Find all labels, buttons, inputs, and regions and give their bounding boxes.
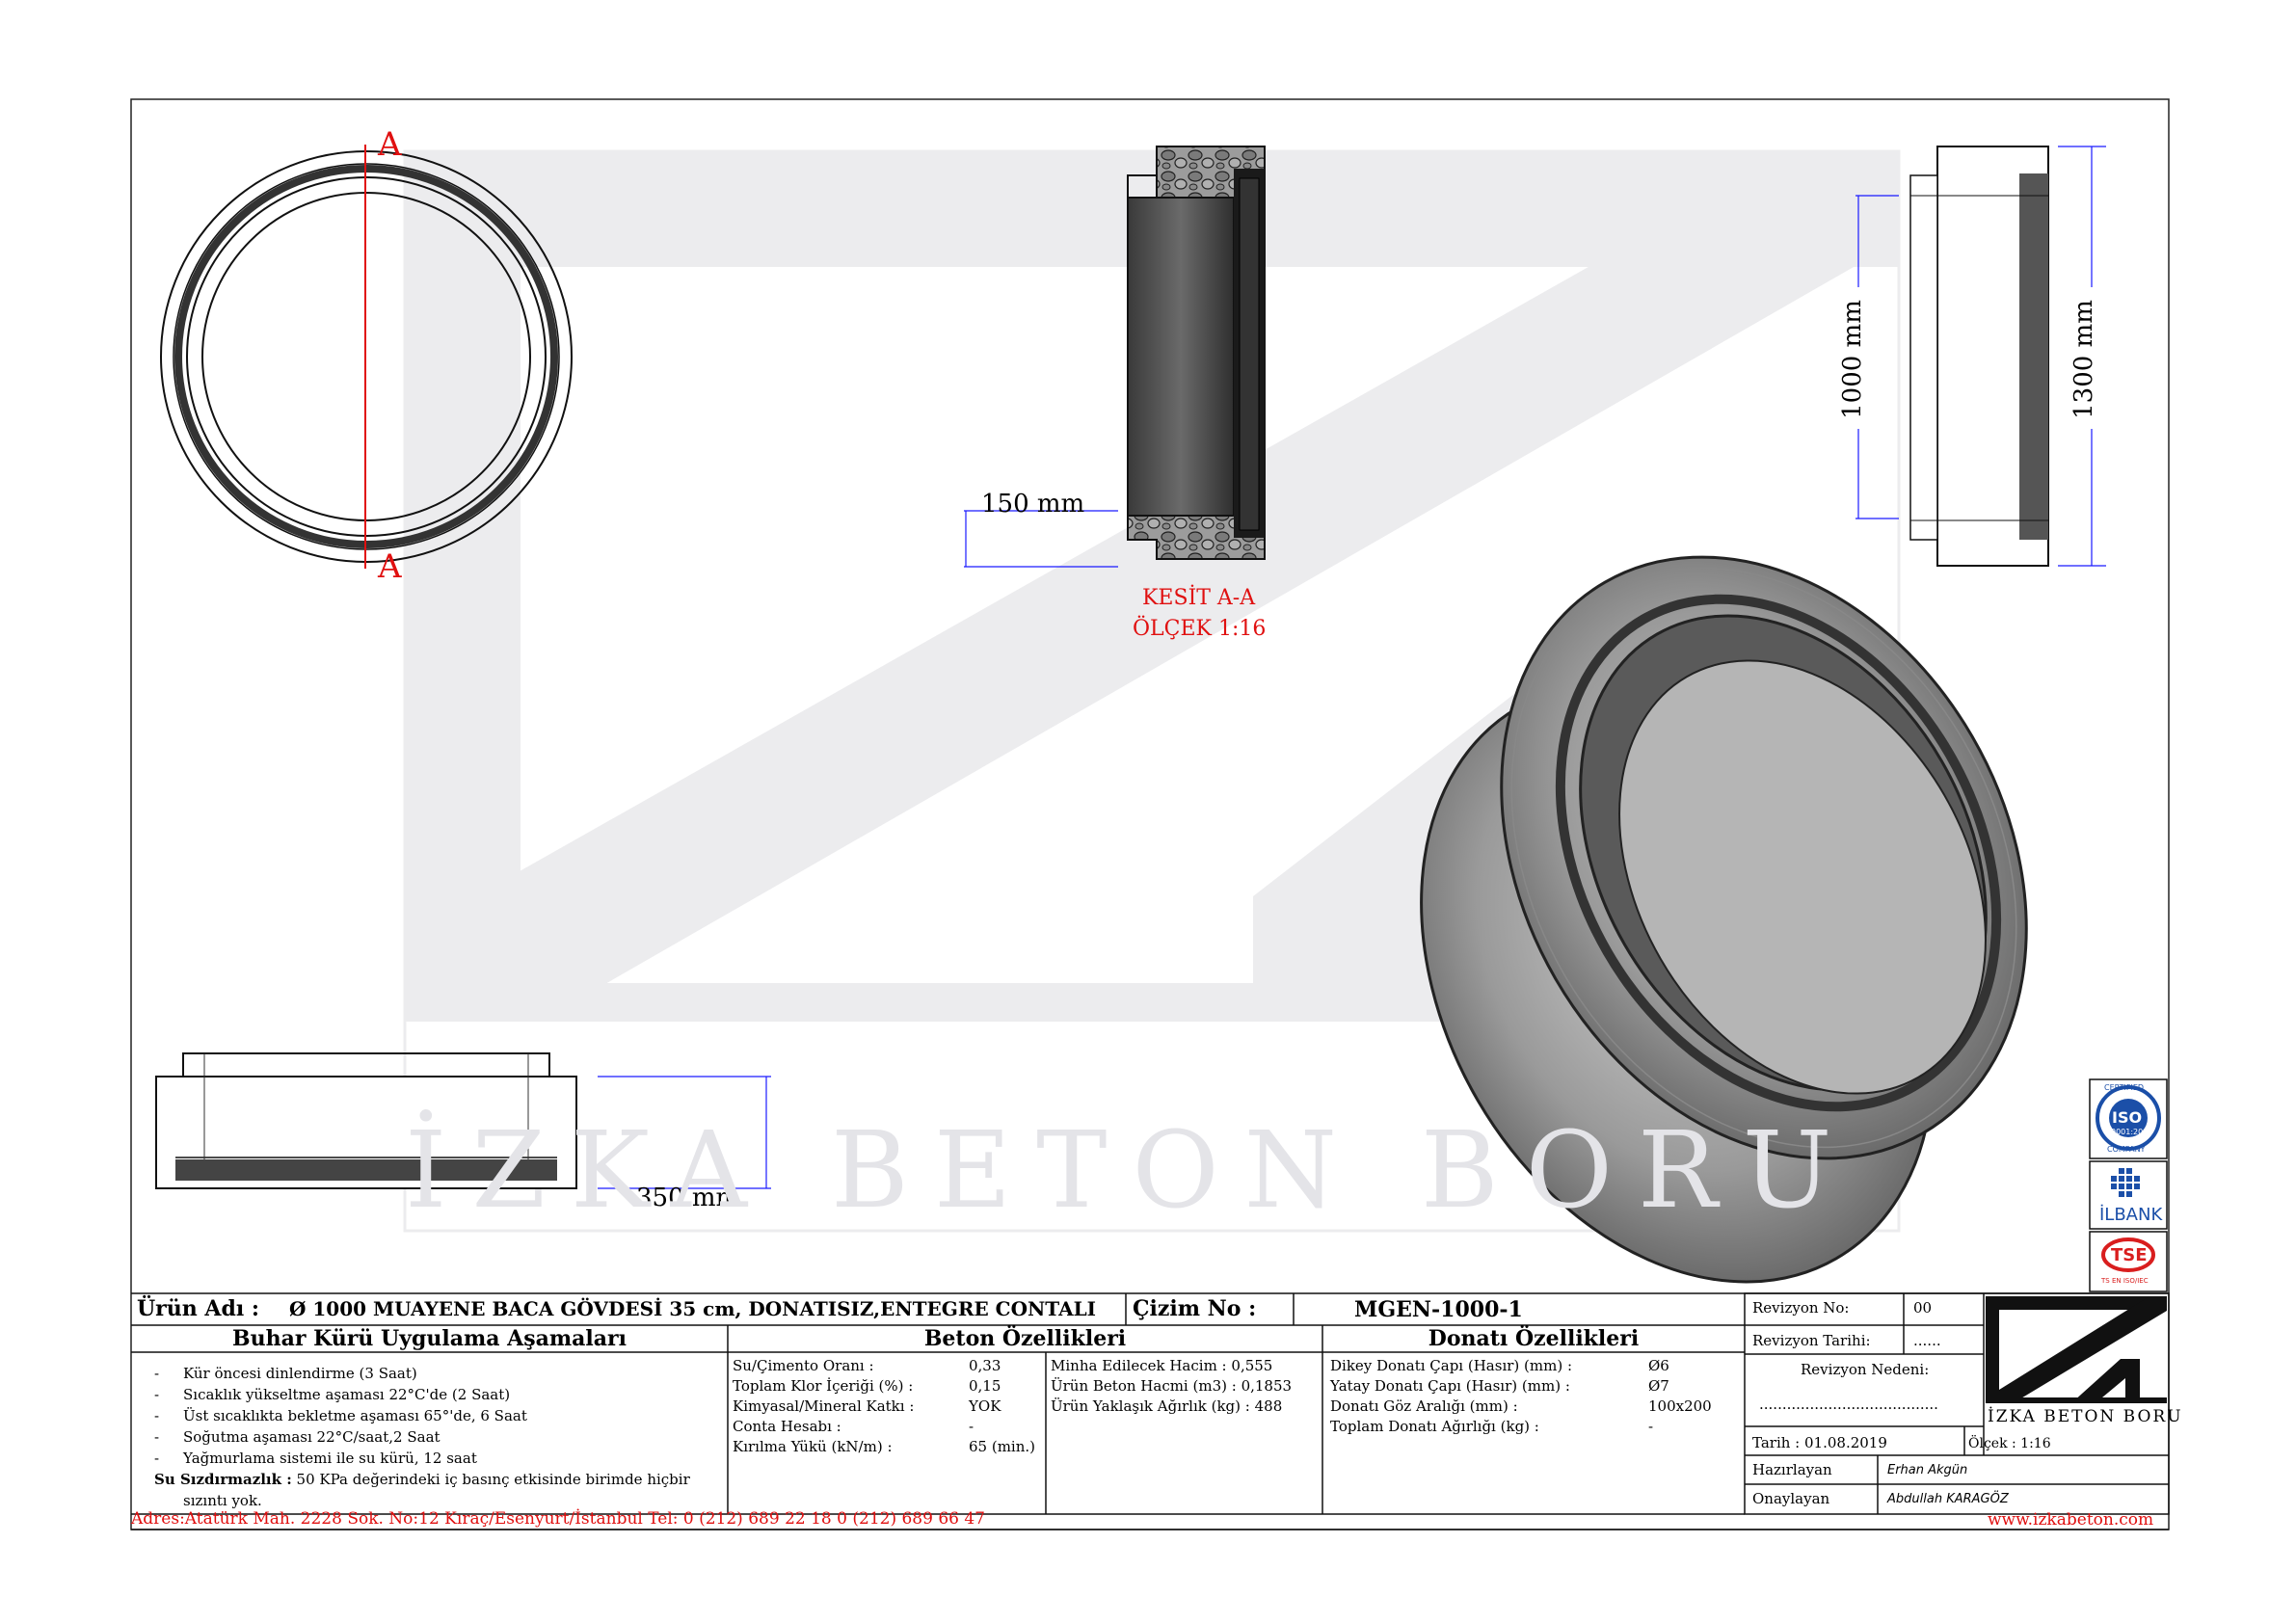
revision-reason-label: Revizyon Nedeni:: [1801, 1361, 1930, 1378]
concrete-row: Toplam Klor İçeriği (%) :0,15: [733, 1377, 1001, 1395]
concrete-list: Su/Çimento Oranı :0,33 Toplam Klor İçeri…: [733, 1357, 1041, 1458]
title-block-lines: [131, 1292, 2170, 1530]
prepared-label: Hazırlayan: [1752, 1461, 1832, 1478]
tse-sub-label: TS EN ISO/IEC: [2101, 1277, 2149, 1285]
rebar-heading: Donatı Özellikleri: [1428, 1326, 1640, 1351]
side-view: [1855, 146, 2106, 567]
curing-item: -Yağmurlama sistemi ile su kürü, 12 saat: [154, 1450, 477, 1467]
drawing-scale: Ölçek : 1:16: [1968, 1436, 2051, 1451]
curing-item: -Soğutma aşaması 22°C/saat,2 Saat: [154, 1428, 441, 1446]
ilbank-label: İLBANK: [2099, 1205, 2163, 1225]
concrete-row-2: Ürün Yaklaşık Ağırlık (kg) : 488: [1051, 1397, 1283, 1415]
revision-no-label: Revizyon No:: [1752, 1299, 1850, 1317]
revision-date: ......: [1913, 1332, 1941, 1349]
footer-address: Adres:Atatürk Mah. 2228 Sok. No:12 Kıraç…: [131, 1509, 986, 1529]
concrete-row: Kimyasal/Mineral Katkı :YOK: [733, 1397, 1001, 1415]
revision-date-label: Revizyon Tarihi:: [1752, 1332, 1871, 1349]
curing-list: -Kür öncesi dinlendirme (3 Saat) -Sıcakl…: [154, 1365, 723, 1513]
revision-reason: .......................................: [1759, 1396, 1938, 1413]
section-a-a: [964, 146, 1266, 568]
curing-heading: Buhar Kürü Uygulama Aşamaları: [232, 1326, 627, 1351]
rebar-row: Yatay Donatı Çapı (Hasır) (mm) :Ø7: [1330, 1377, 1669, 1395]
iso-text: ISO: [2112, 1108, 2143, 1127]
section-marker-bottom: A: [378, 547, 402, 586]
concrete-heading: Beton Özellikleri: [923, 1326, 1127, 1351]
section-marker-top: A: [378, 125, 402, 164]
logo-text: İZKA BETON BORU: [1988, 1407, 2183, 1426]
revision-no: 00: [1913, 1299, 1933, 1317]
curing-item: -Üst sıcaklıkta bekletme aşaması 65°'de,…: [154, 1407, 527, 1424]
front-view: [155, 1052, 771, 1189]
iso-number: 9001:2015: [2111, 1128, 2153, 1136]
certification-badges: [2089, 1078, 2168, 1292]
rebar-row: Toplam Donatı Ağırlığı (kg) :-: [1330, 1418, 1654, 1435]
dimension-1300: 1300 mm: [2069, 300, 2098, 419]
product-label: Ürün Adı :: [137, 1296, 260, 1321]
rebar-row: Dikey Donatı Çapı (Hasır) (mm) :Ø6: [1330, 1357, 1669, 1374]
drawing-no-label: Çizim No :: [1133, 1296, 1257, 1321]
curing-item: -Kür öncesi dinlendirme (3 Saat): [154, 1365, 417, 1382]
concrete-row-2: Ürün Beton Hacmi (m3) : 0,1853: [1051, 1377, 1293, 1395]
dimension-350: 350 mm: [636, 1184, 740, 1212]
footer-website[interactable]: www.izkabeton.com: [1988, 1510, 2154, 1530]
watertight-line-2: sızıntı yok.: [183, 1492, 262, 1509]
dimension-1000: 1000 mm: [1837, 300, 1867, 419]
watertight-line: Su Sızdırmazlık : 50 KPa değerindeki iç …: [154, 1471, 690, 1488]
rebar-row: Donatı Göz Aralığı (mm) :100x200: [1330, 1397, 1712, 1415]
concrete-row-2: Minha Edilecek Hacim : 0,555: [1051, 1357, 1273, 1374]
concrete-row: Kırılma Yükü (kN/m) :65 (min.): [733, 1438, 1036, 1455]
concrete-row: Conta Hesabı :-: [733, 1418, 974, 1435]
watermark-text: İZKA BETON BORU: [405, 1108, 1857, 1232]
approved-label: Onaylayan: [1752, 1490, 1830, 1507]
ring-3d-view: [1420, 555, 2028, 1284]
iso-bottom-text: COMPANY: [2107, 1145, 2146, 1154]
section-title: KESİT A-A: [1142, 586, 1256, 610]
concrete-list-2: Minha Edilecek Hacim : 0,555 Ürün Beton …: [1051, 1357, 1321, 1418]
curing-item: -Sıcaklık yükseltme aşaması 22°C'de (2 S…: [154, 1386, 511, 1403]
concrete-row: Su/Çimento Oranı :0,33: [733, 1357, 1001, 1374]
tse-label: TSE: [2111, 1245, 2148, 1265]
prepared-by-signature: Erhan Akgün: [1887, 1463, 1968, 1477]
approved-by-signature: Abdullah KARAGÖZ: [1887, 1492, 2009, 1506]
product-name: Ø 1000 MUAYENE BACA GÖVDESİ 35 cm, DONAT…: [289, 1297, 1097, 1320]
drawing-date: Tarih : 01.08.2019: [1752, 1434, 1887, 1451]
section-scale: ÖLÇEK 1:16: [1133, 617, 1267, 641]
rebar-list: Dikey Donatı Çapı (Hasır) (mm) :Ø6 Yatay…: [1330, 1357, 1740, 1438]
izka-logo: [1986, 1296, 2167, 1403]
dimension-150: 150 mm: [981, 490, 1085, 519]
drawing-no: MGEN-1000-1: [1354, 1297, 1523, 1322]
plan-view: [160, 145, 573, 569]
iso-top-text: CERTIFIED: [2104, 1083, 2145, 1092]
